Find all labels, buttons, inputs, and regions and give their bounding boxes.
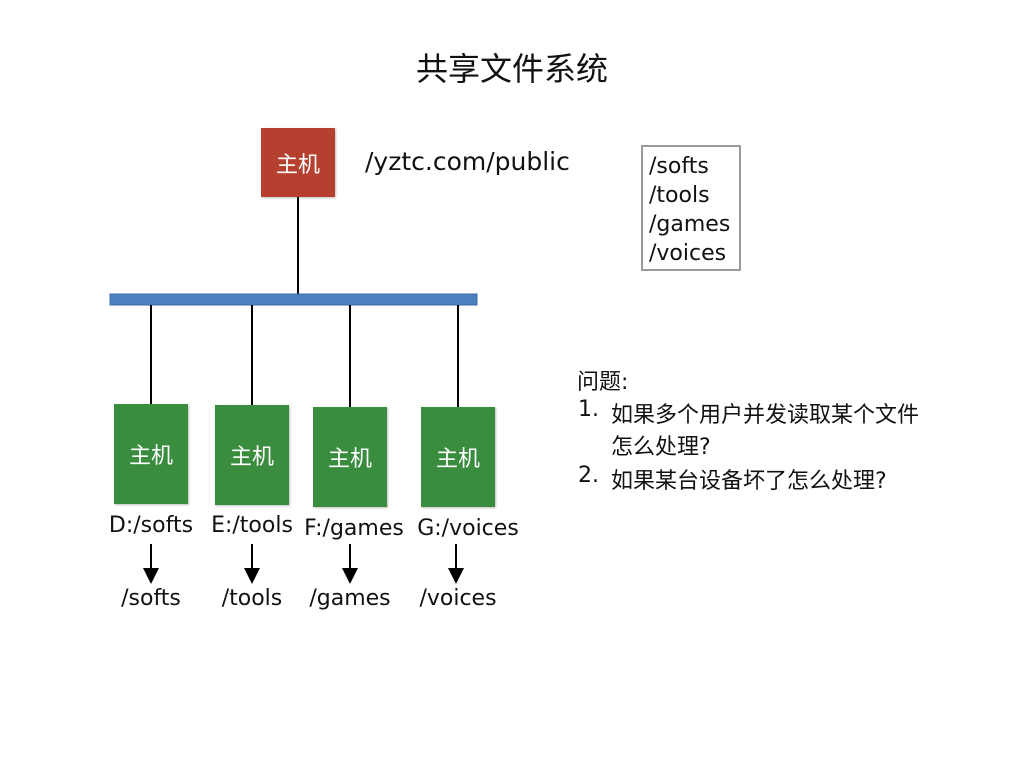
mount-label-2: /tools [221,586,283,611]
drive-label-2: E:/tools [211,513,293,538]
diagram-title: 共享文件系统 [415,50,608,88]
shared-dir-item: /tools [649,183,710,208]
shared-dir-item: /voices [649,241,727,266]
network-bus [109,293,478,306]
main-host-box: 主机 [261,128,335,197]
mount-label-3: /games [309,586,391,611]
question-number: 1. [578,397,599,422]
questions-heading: 问题: [577,370,629,395]
shared-dir-item: /games [649,212,731,237]
main-host-path: /yztc.com/public [365,147,570,176]
drive-label-1: D:/softs [108,513,194,538]
question-text-cont: 怎么处理? [611,435,711,460]
mount-label-4: /voices [419,586,497,611]
host-box-1: 主机 [114,404,188,504]
drive-label-4: G:/voices [417,516,519,541]
host-label: 主机 [229,445,274,470]
host-box-3: 主机 [313,407,387,507]
main-host-label: 主机 [275,152,320,178]
host-label: 主机 [435,447,480,472]
mount-label-1: /softs [121,586,181,611]
host-label: 主机 [128,444,173,469]
host-box-4: 主机 [421,407,495,507]
drive-label-3: F:/games [304,516,404,541]
host-box-2: 主机 [215,405,289,505]
question-text: 如果多个用户并发读取某个文件 [611,403,920,428]
question-text: 如果某台设备坏了怎么处理? [611,469,887,494]
shared-dir-item: /softs [649,154,709,179]
host-label: 主机 [327,447,372,472]
shared-dir-list: /softs /tools /games /voices [641,145,741,271]
question-number: 2. [578,463,599,488]
